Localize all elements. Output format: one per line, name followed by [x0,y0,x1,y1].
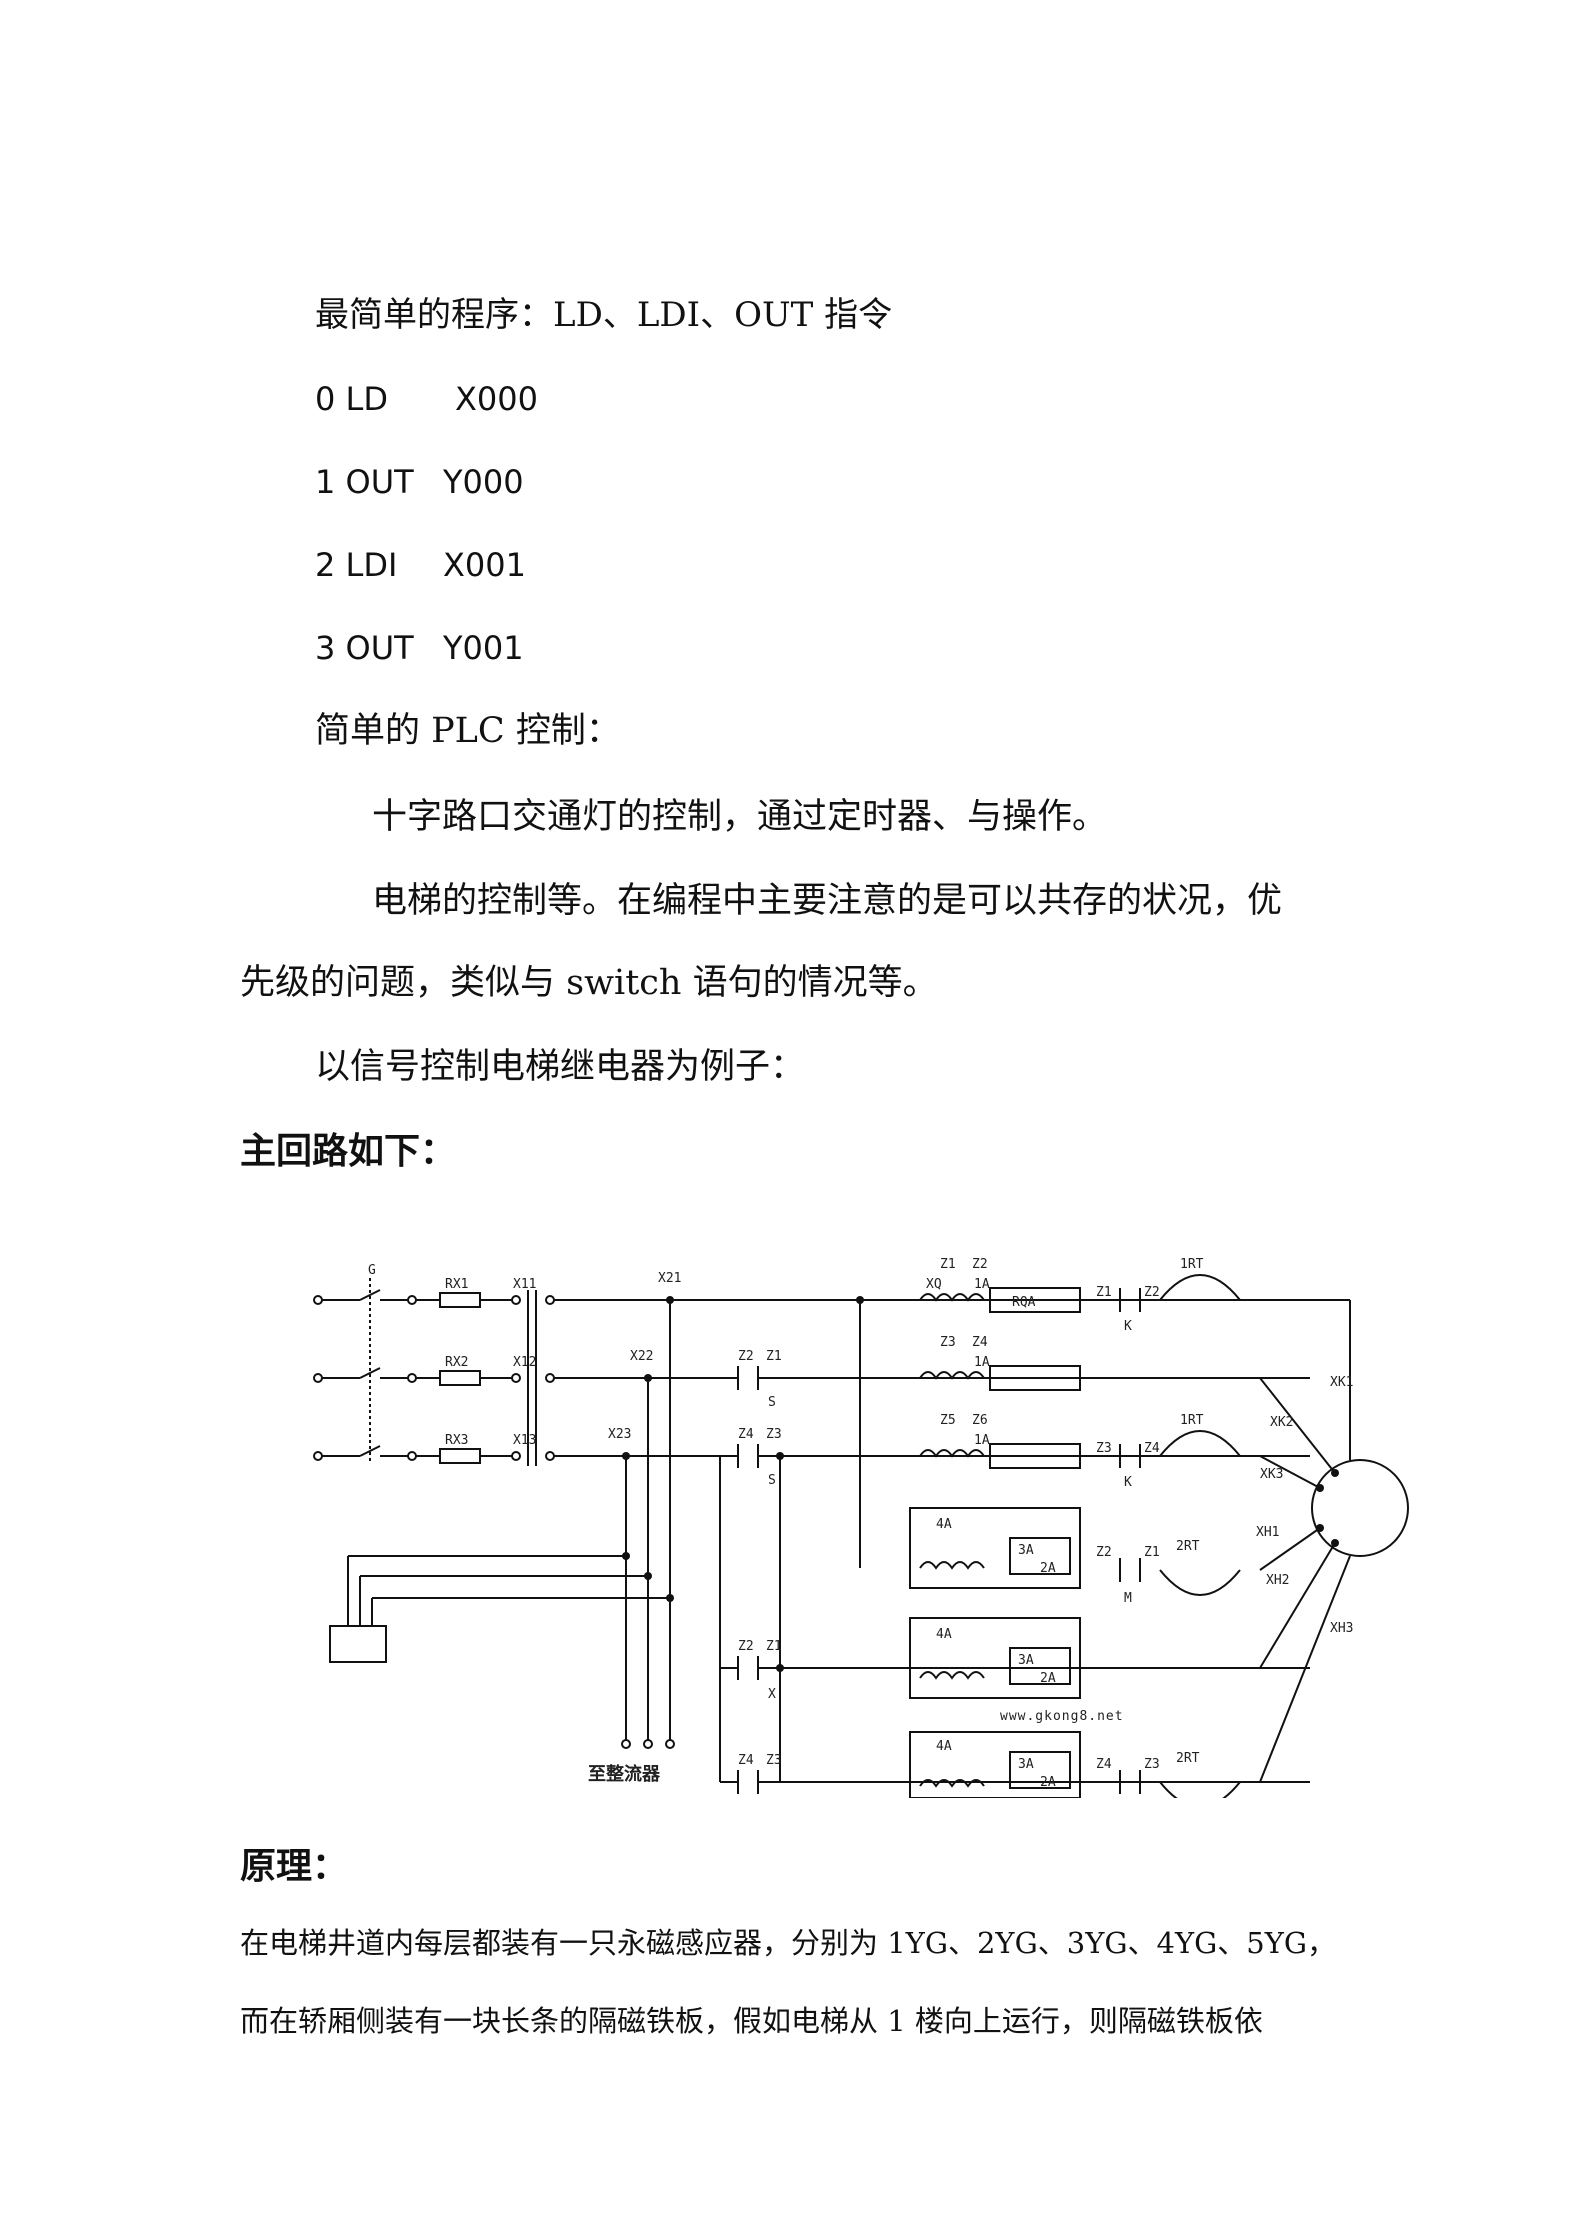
label-X-1: X [768,1687,776,1702]
label-X11: X11 [513,1277,536,1292]
label-2A-2: 2A [1040,1671,1056,1686]
label-XH2: XH2 [1266,1573,1289,1588]
label-XQ: XQ [926,1277,942,1292]
label-G: G [368,1263,376,1278]
label-4A-2: 4A [936,1627,952,1642]
text-example: 以信号控制电梯继电器为例子： [315,1047,806,1087]
text-elevator-line1: 电梯的控制等。在编程中主要注意的是可以共存的状况，优 [372,881,1283,921]
watermark: www.gkong8.net [1000,1709,1124,1724]
label-S-1: S [768,1395,776,1410]
label-X22: X22 [630,1349,653,1364]
label-4A-3: 4A [936,1739,952,1754]
label-Z2-s: Z2 [738,1349,754,1364]
label-1A-2: 1A [974,1355,990,1370]
rectifier-label: 至整流器 [588,1763,661,1785]
label-1RT-2: 1RT [1180,1413,1204,1428]
code-line-1-num: 1 OUT [315,463,414,501]
label-Z4-m: Z4 [1096,1757,1112,1772]
label-XH3: XH3 [1330,1621,1353,1636]
label-Z6: Z6 [972,1413,988,1428]
label-RX3: RX3 [445,1433,468,1448]
label-1A-1: 1A [974,1277,990,1292]
heading-simple-plc: 简单的 PLC 控制： [315,711,621,751]
label-X21: X21 [658,1271,681,1286]
label-Z4-r2: Z4 [972,1335,988,1350]
code-line-3-op: Y001 [443,629,524,667]
label-2RT-2: 2RT [1176,1751,1200,1766]
label-Z3-r2: Z3 [940,1335,956,1350]
heading-principle: 原理： [240,1845,349,1887]
label-X13: X13 [513,1433,536,1448]
label-K-2: K [1124,1475,1132,1490]
label-Z2-x: Z2 [738,1639,754,1654]
elevator-main-circuit-diagram: G RX1 RX2 RX3 X11 X12 X13 X21 X22 X23 Z2… [313,1257,1409,1798]
label-Z1-m: Z1 [1144,1545,1160,1560]
label-Z4-s: Z4 [738,1427,754,1442]
label-Z2-m: Z2 [1096,1545,1112,1560]
label-XK1: XK1 [1330,1375,1353,1390]
label-Z4-x: Z4 [738,1753,754,1768]
code-line-3-num: 3 OUT [315,629,414,667]
code-line-0-op: X000 [455,380,538,418]
label-XK3: XK3 [1260,1467,1283,1482]
label-Z1-top: Z1 [940,1257,956,1272]
label-Z3-k: Z3 [1096,1441,1112,1456]
label-Z3-s: Z3 [766,1427,782,1442]
code-line-0-num: 0 LD [315,380,388,418]
label-1A-3: 1A [974,1433,990,1448]
code-line-1-op: Y000 [443,463,524,501]
label-1RT-1: 1RT [1180,1257,1204,1272]
label-Z2-k: Z2 [1144,1285,1160,1300]
label-X12: X12 [513,1355,536,1370]
label-RX1: RX1 [445,1277,468,1292]
heading-simple-program: 最简单的程序：LD、LDI、OUT 指令 [315,295,893,335]
label-Z4-k: Z4 [1144,1441,1160,1456]
label-X23: X23 [608,1427,631,1442]
text-elevator-line2: 先级的问题，类似与 switch 语句的情况等。 [240,963,938,1003]
text-principle-line1: 在电梯井道内每层都装有一只永磁感应器，分别为 1YG、2YG、3YG、4YG、5… [240,1926,1337,1960]
label-2A-1: 2A [1040,1561,1056,1576]
label-M-1: M [1124,1591,1132,1606]
label-Z1-s: Z1 [766,1349,782,1364]
label-K-1: K [1124,1319,1132,1334]
label-Z3-x: Z3 [766,1753,782,1768]
label-Z5: Z5 [940,1413,956,1428]
label-3A-2: 3A [1018,1653,1034,1668]
label-S-2: S [768,1473,776,1488]
label-XH1: XH1 [1256,1525,1279,1540]
label-Z2-top: Z2 [972,1257,988,1272]
heading-main-circuit: 主回路如下： [240,1130,457,1172]
code-line-2-num: 2 LDI [315,546,398,584]
label-Z1-x: Z1 [766,1639,782,1654]
label-RQA: RQA [1012,1295,1036,1310]
label-RX2: RX2 [445,1355,468,1370]
label-3A-1: 3A [1018,1543,1034,1558]
code-line-2-op: X001 [443,546,526,584]
label-2RT-1: 2RT [1176,1539,1200,1554]
label-2A-3: 2A [1040,1775,1056,1790]
label-3A-3: 3A [1018,1757,1034,1772]
label-Z3-m: Z3 [1144,1757,1160,1772]
text-principle-line2: 而在轿厢侧装有一块长条的隔磁铁板，假如电梯从 1 楼向上运行，则隔磁铁板依 [240,2004,1263,2038]
label-4A-1: 4A [936,1517,952,1532]
text-traffic-light: 十字路口交通灯的控制，通过定时器、与操作。 [372,797,1108,837]
label-Z1-k: Z1 [1096,1285,1112,1300]
label-XK2: XK2 [1270,1415,1293,1430]
